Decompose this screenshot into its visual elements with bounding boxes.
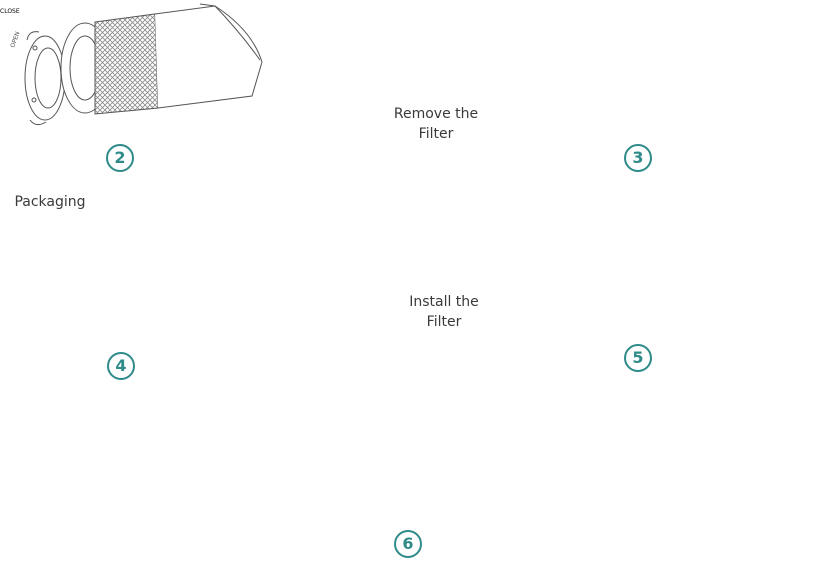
step-6-illustration: CLOSE	[0, 0, 20, 17]
base-cap-open	[24, 31, 66, 126]
install-filter-caption: Install the Filter	[384, 292, 504, 332]
install-filter-caption-line2: Filter	[426, 314, 462, 330]
open-tag: OPEN	[9, 31, 21, 49]
filter-mesh	[94, 13, 159, 115]
step-number-4: 4	[107, 352, 135, 380]
remove-filter-caption-line2: Filter	[418, 126, 454, 142]
install-filter-caption-line1: Install the	[409, 294, 479, 310]
step-number-5: 5	[624, 344, 652, 372]
step-number-6: 6	[394, 530, 422, 558]
step-2-illustration: OPEN	[9, 3, 263, 126]
packaging-caption: Packaging	[14, 194, 86, 210]
close-tag: CLOSE	[0, 8, 20, 15]
step-number-3: 3	[624, 144, 652, 172]
remove-filter-caption: Remove the Filter	[376, 104, 496, 144]
remove-filter-caption-line1: Remove the	[393, 106, 479, 122]
step-number-2: 2	[106, 144, 134, 172]
